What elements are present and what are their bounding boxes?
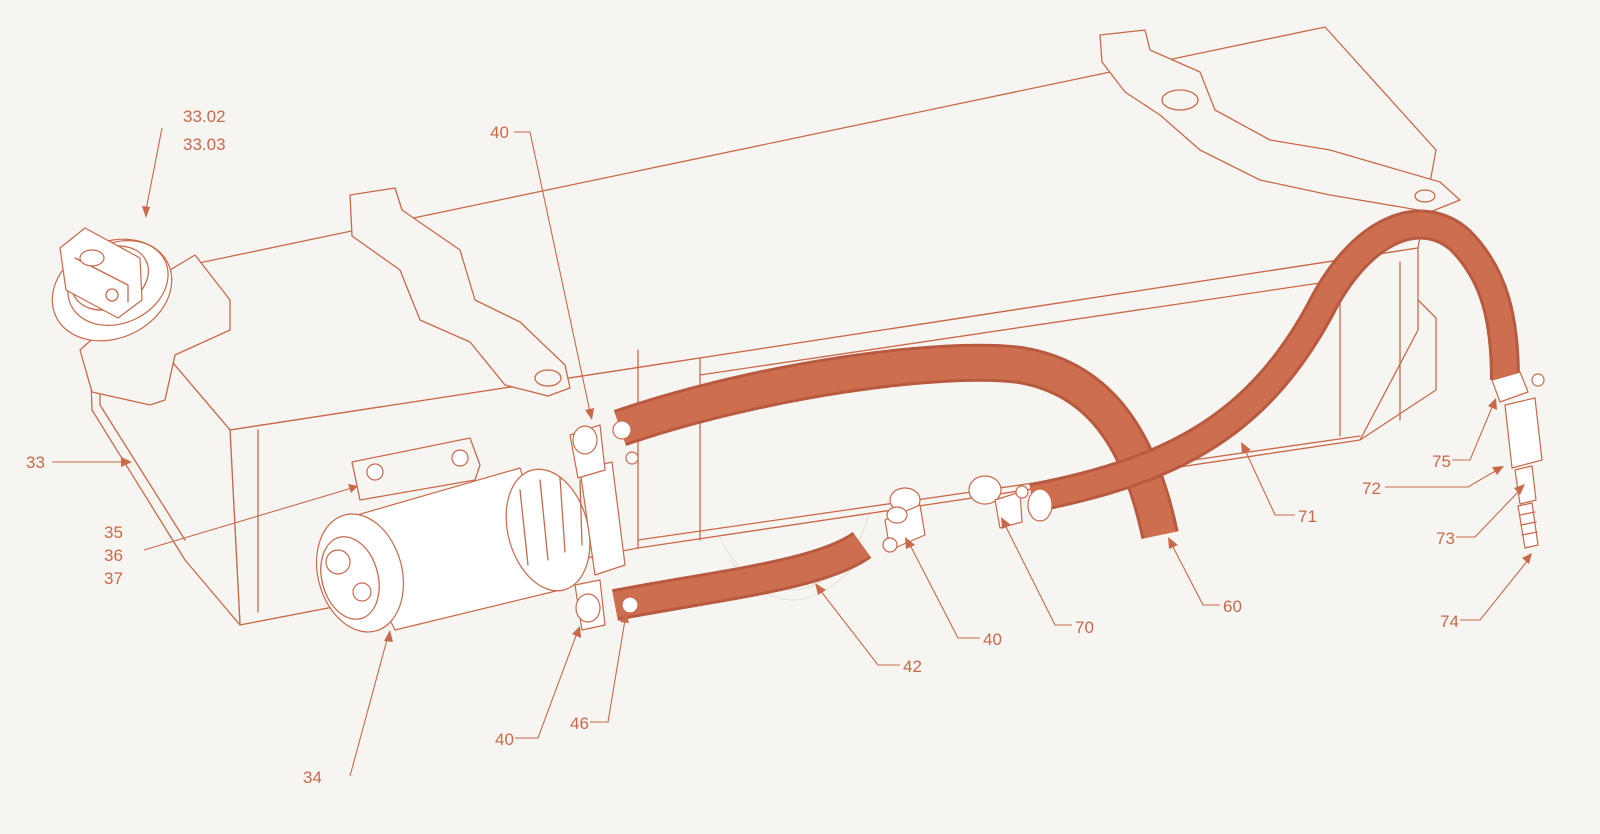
- hose-42: [612, 531, 872, 621]
- callout-40-mid: 40: [983, 630, 1002, 649]
- fitting-40-mid: [882, 487, 926, 553]
- pump-bracket: [351, 437, 481, 501]
- callout-40-top: 40: [490, 123, 509, 142]
- callout-75: 75: [1432, 452, 1451, 471]
- tank: [89, 26, 1437, 626]
- callout-labels: 33.02 33.03 33 35 36 37 34 40 40 46 42 4…: [26, 107, 1459, 787]
- callout-34: 34: [303, 768, 322, 787]
- hose-71: [1029, 209, 1520, 513]
- filler-cap: [51, 227, 173, 342]
- callout-71: 71: [1298, 507, 1317, 526]
- pump-motor: [315, 467, 591, 633]
- callout-33: 33: [26, 453, 45, 472]
- callout-40-bottom: 40: [495, 730, 514, 749]
- filler-neck: [79, 254, 231, 406]
- quick-connector: [1491, 371, 1545, 549]
- callout-37: 37: [104, 569, 123, 588]
- callout-74: 74: [1440, 612, 1459, 631]
- pump-head: [569, 420, 639, 631]
- callout-33-02: 33.02: [183, 107, 226, 126]
- callout-46: 46: [570, 714, 589, 733]
- callout-72: 72: [1362, 479, 1381, 498]
- mounting-bracket-right: [1099, 29, 1461, 213]
- leader-lines: [52, 127, 1532, 777]
- callout-60: 60: [1223, 597, 1242, 616]
- callout-42: 42: [903, 657, 922, 676]
- hose-60: [613, 343, 1179, 539]
- callout-35: 35: [104, 523, 123, 542]
- callout-73: 73: [1436, 529, 1455, 548]
- mounting-bracket-left: [349, 187, 571, 397]
- callout-36: 36: [104, 546, 123, 565]
- callout-33-03: 33.03: [183, 135, 226, 154]
- callout-70: 70: [1075, 618, 1094, 637]
